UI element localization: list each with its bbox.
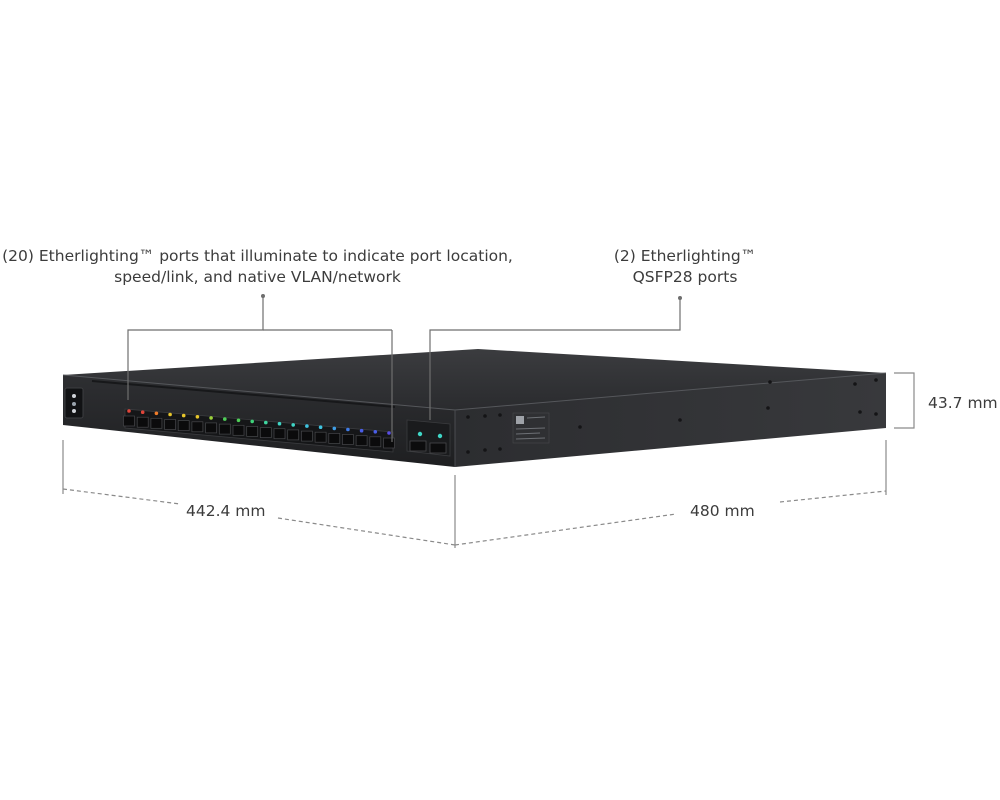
sfp-port [355, 435, 368, 447]
width-dimension-line [62, 488, 181, 505]
qsfp-leader [429, 298, 681, 420]
height-dimension-bracket [894, 372, 915, 429]
ports-callout-line2: speed/link, and native VLAN/network [114, 268, 401, 286]
ports-leader [127, 296, 264, 400]
port-led [250, 419, 254, 424]
qsfp-port-1 [409, 440, 427, 452]
sfp-port [191, 421, 204, 433]
port-led [127, 409, 131, 413]
port-led [305, 424, 309, 428]
qsfp-port-2 [429, 442, 447, 454]
dimension-ticks [62, 372, 915, 548]
sfp-port [136, 416, 149, 428]
sfp-port [259, 427, 272, 438]
qsfp-led-2 [437, 433, 443, 439]
sfp-port [218, 423, 231, 435]
qsfp-callout-line2: QSFP28 ports [632, 268, 738, 286]
port-led [168, 412, 172, 417]
sfp-port [328, 433, 341, 444]
port-led [318, 425, 323, 430]
port-led [359, 428, 364, 433]
sfp-port [273, 428, 286, 440]
port-led [195, 415, 200, 419]
port-led [154, 411, 159, 416]
sfp-port [164, 419, 176, 430]
switch-side-panel [455, 373, 886, 467]
qsfp-callout-label: (2) Etherlighting™ QSFP28 ports [600, 246, 770, 288]
qsfp-led-1 [417, 431, 423, 437]
port-led [332, 426, 337, 431]
sfp-port [232, 424, 245, 436]
sfp-port [287, 429, 300, 441]
ports-callout-label: (20) Etherlighting™ ports that illuminat… [0, 246, 515, 288]
depth-dimension-label: 480 mm [690, 502, 755, 520]
sfp-port [369, 436, 382, 448]
sfp-port [301, 430, 313, 442]
port-led [264, 420, 268, 425]
port-led [346, 427, 350, 432]
sfp-port [314, 431, 327, 443]
port-led [209, 416, 213, 420]
qsfp-callout-line1: (2) Etherlighting™ [613, 247, 757, 265]
ports-callout-line1: (20) Etherlighting™ ports that illuminat… [2, 247, 513, 265]
width-dimension-label: 442.4 mm [186, 502, 266, 520]
screw-holes [466, 378, 878, 454]
port-led-row [127, 409, 391, 435]
port-led [373, 430, 378, 434]
sfp-port [342, 434, 354, 445]
port-led [181, 413, 186, 418]
port-led [223, 417, 227, 421]
port-led [387, 431, 391, 435]
dimension-lines [62, 488, 887, 546]
sfp-port [150, 417, 163, 429]
sfp-port [383, 437, 395, 449]
switch-top-surface [63, 349, 886, 410]
port-led [236, 418, 241, 423]
port-led [140, 410, 145, 415]
height-dimension-label: 43.7 mm [928, 394, 998, 412]
sfp-port [205, 422, 217, 434]
callout-leaders [127, 296, 681, 442]
port-led [291, 423, 296, 427]
depth-dimension-line [454, 513, 677, 546]
port-led [277, 421, 282, 426]
sfp-port [123, 415, 135, 427]
sfp-port [246, 426, 259, 437]
sfp-port [177, 420, 190, 431]
sfp-port-cells [123, 415, 395, 449]
